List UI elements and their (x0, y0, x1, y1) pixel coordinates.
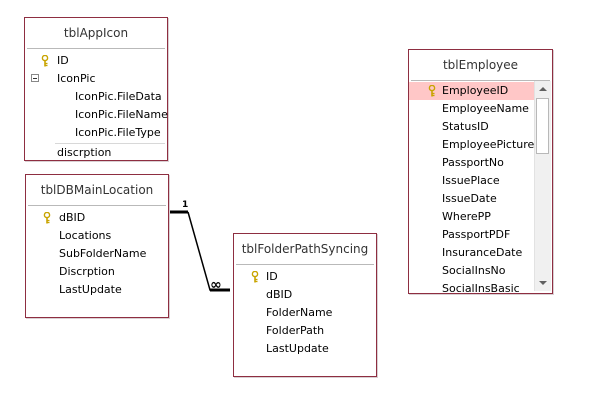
table-title[interactable]: tblFolderPathSyncing (236, 234, 374, 265)
table-tbldbmainlocation[interactable]: tblDBMainLocation dBID Locations SubFold… (25, 174, 169, 318)
vertical-scrollbar[interactable] (534, 81, 551, 291)
field-row[interactable]: FolderPath (234, 322, 376, 340)
table-title[interactable]: tblAppIcon (27, 18, 165, 49)
key-icon (41, 55, 49, 67)
field-row[interactable]: SocialInsBasic (409, 280, 534, 292)
table-tblappicon[interactable]: tblAppIcon ID IconPic IconPic.FileData I… (24, 17, 168, 161)
field-row[interactable]: PassportNo (409, 154, 534, 172)
relationship-one-label: 1 (182, 200, 188, 210)
field-row[interactable]: IssueDate (409, 190, 534, 208)
field-name: SocialInsNo (442, 264, 506, 277)
scroll-down-button[interactable] (535, 275, 551, 291)
field-row[interactable]: LastUpdate (26, 281, 168, 299)
field-name: IssueDate (442, 192, 497, 205)
field-row[interactable]: IconPic.FileData (25, 88, 167, 106)
table-title[interactable]: tblEmployee (411, 50, 550, 81)
field-row[interactable]: discrption (25, 144, 167, 162)
field-name: PassportNo (442, 156, 504, 169)
field-name: FolderPath (266, 324, 325, 337)
field-row-selected[interactable]: EmployeeID (409, 82, 534, 100)
field-row[interactable]: PassportPDF (409, 226, 534, 244)
field-name: EmployeeName (442, 102, 529, 115)
field-row[interactable]: dBID (26, 209, 168, 227)
field-name: IconPic.FileName (75, 108, 168, 121)
field-name: LastUpdate (266, 342, 329, 355)
field-name: Locations (59, 229, 112, 242)
table-tblfolderpathsyncing[interactable]: tblFolderPathSyncing ID dBID FolderName … (233, 233, 377, 377)
field-name: IssuePlace (442, 174, 500, 187)
field-row[interactable]: WherePP (409, 208, 534, 226)
field-name: StatusID (442, 120, 489, 133)
key-icon (251, 271, 259, 283)
table-title[interactable]: tblDBMainLocation (28, 175, 166, 206)
key-icon (428, 85, 436, 97)
field-row[interactable]: FolderName (234, 304, 376, 322)
scrollbar-thumb[interactable] (536, 98, 549, 154)
field-row[interactable]: LastUpdate (234, 340, 376, 358)
field-name: InsuranceDate (442, 246, 523, 259)
field-row[interactable]: InsuranceDate (409, 244, 534, 262)
field-list: EmployeeID EmployeeName StatusID Employe… (409, 82, 552, 292)
field-row[interactable]: dBID (234, 286, 376, 304)
field-row[interactable]: SocialInsNo (409, 262, 534, 280)
scroll-up-button[interactable] (535, 81, 551, 97)
field-name: IconPic.FileType (75, 126, 161, 139)
field-row[interactable]: ID (234, 268, 376, 286)
field-row[interactable]: SubFolderName (26, 245, 168, 263)
field-row[interactable]: IconPic.FileName (25, 106, 168, 124)
field-row[interactable]: Locations (26, 227, 168, 245)
field-row[interactable]: IconPic (25, 70, 167, 88)
scroll-down-arrow-icon (539, 281, 547, 285)
scroll-up-arrow-icon (539, 87, 547, 91)
field-name: SocialInsBasic (442, 282, 520, 292)
field-name: dBID (59, 211, 86, 224)
field-name: ID (57, 54, 69, 67)
field-row[interactable]: StatusID (409, 118, 534, 136)
field-name: PassportPDF (442, 228, 511, 241)
field-name: EmployeePicture (442, 138, 535, 151)
field-name: LastUpdate (59, 283, 122, 296)
field-name: EmployeeID (442, 84, 509, 97)
field-row[interactable]: EmployeeName (409, 100, 534, 118)
field-row[interactable]: EmployeePicture (409, 136, 534, 154)
field-divider (55, 143, 165, 144)
field-name: SubFolderName (59, 247, 147, 260)
key-icon (43, 212, 51, 224)
relationship-many-label: ∞ (210, 277, 222, 293)
field-row[interactable]: Discrption (26, 263, 168, 281)
field-name: ID (266, 270, 278, 283)
field-name: Discrption (59, 265, 115, 278)
field-row[interactable]: IssuePlace (409, 172, 534, 190)
field-list: ID IconPic IconPic.FileData IconPic.File… (25, 52, 168, 162)
field-name: dBID (266, 288, 293, 301)
field-row[interactable]: IconPic.FileType (25, 124, 167, 142)
table-tblemployee[interactable]: tblEmployee EmployeeID EmployeeName Stat… (408, 49, 553, 294)
field-name: WherePP (442, 210, 491, 223)
field-row[interactable]: ID (25, 52, 167, 70)
field-name: IconPic (57, 72, 96, 85)
field-name: IconPic.FileData (75, 90, 162, 103)
field-name: FolderName (266, 306, 333, 319)
field-name: discrption (57, 146, 112, 159)
relationship-connector (187, 211, 230, 291)
collapse-icon[interactable] (31, 74, 39, 82)
